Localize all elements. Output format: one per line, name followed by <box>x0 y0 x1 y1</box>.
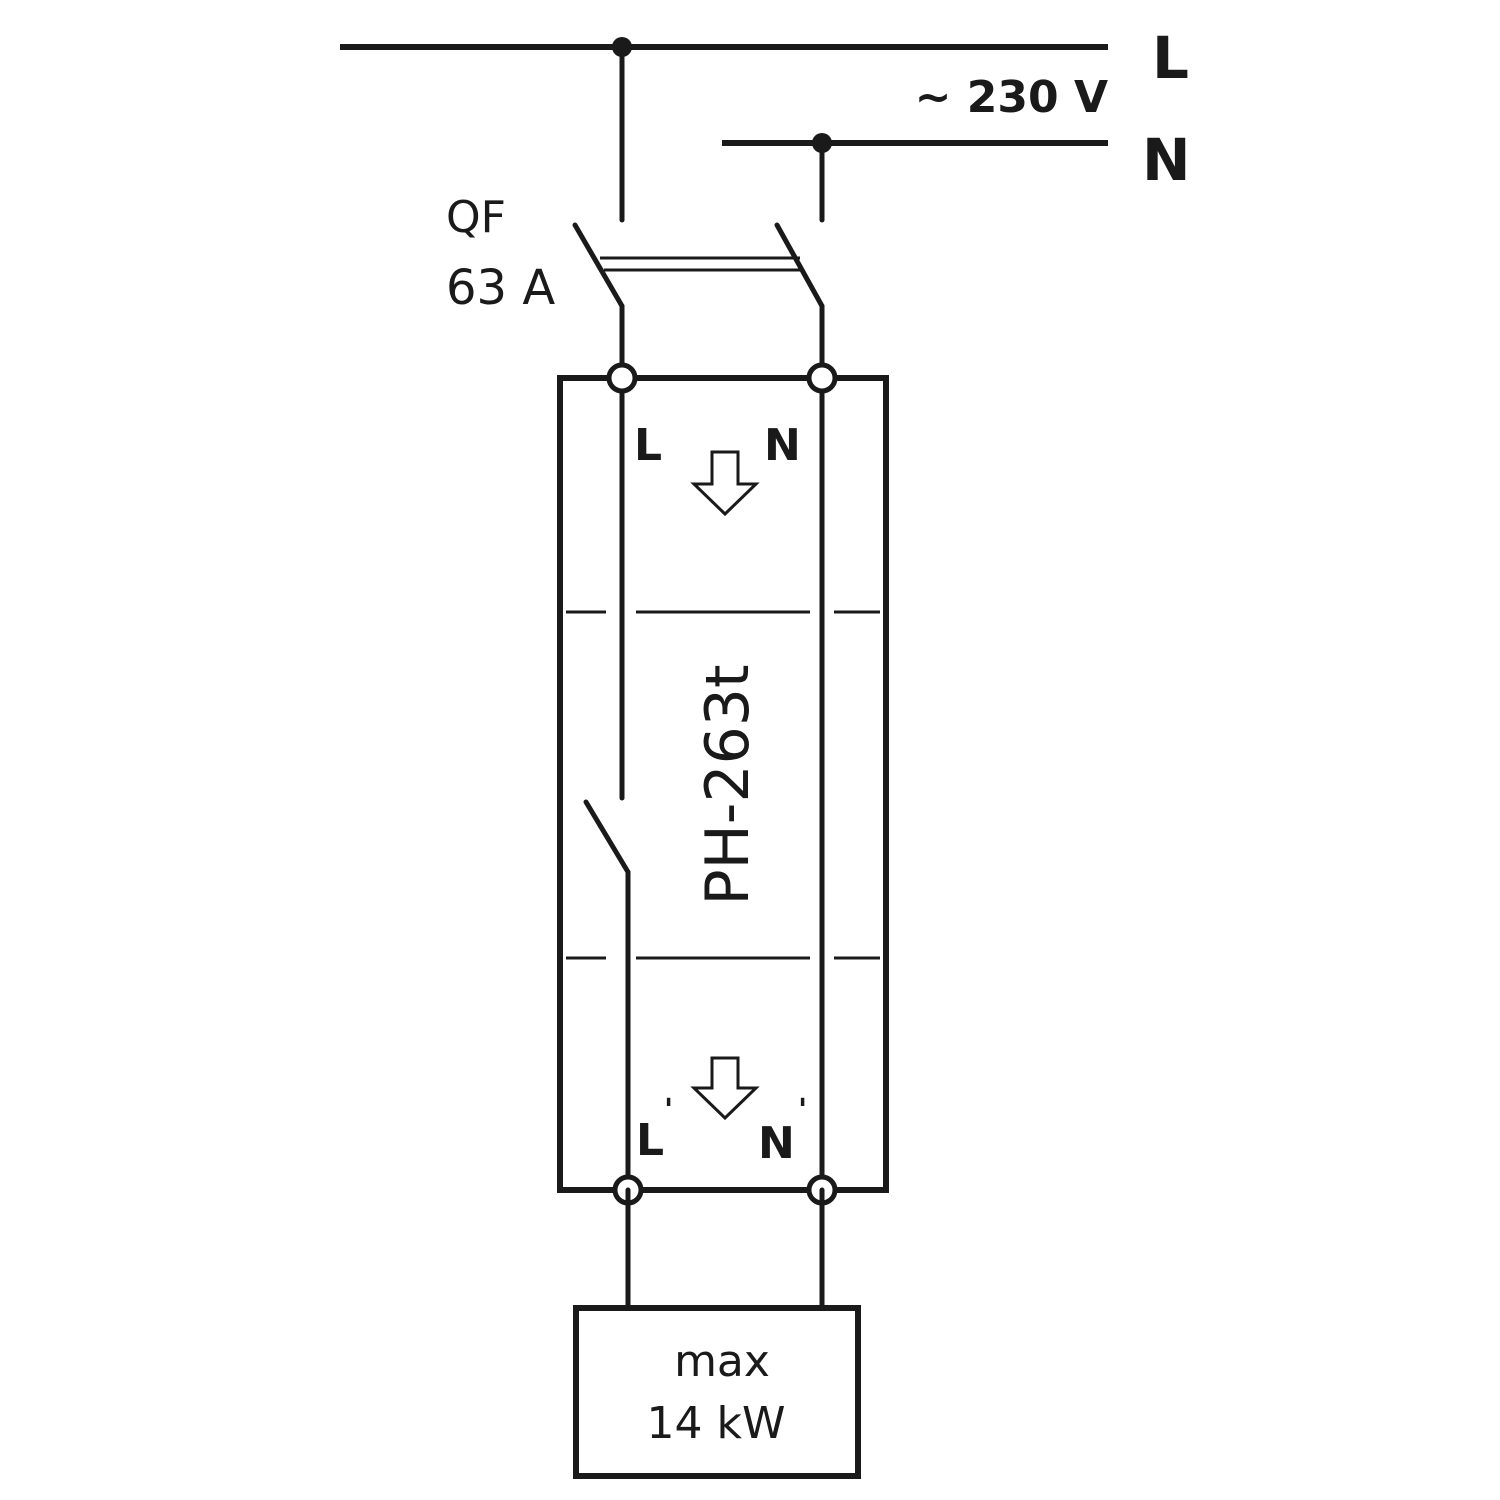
device-out-neutral-label: N <box>758 1118 795 1169</box>
breaker-rating: 63 A <box>446 260 555 316</box>
device-in-line-label: L <box>634 420 662 471</box>
load-max-label: max <box>674 1336 770 1387</box>
load-power-label: 14 kW <box>647 1398 786 1449</box>
terminal-in-line <box>606 362 638 394</box>
load-box <box>573 1305 861 1479</box>
relay-contact-blade <box>583 799 631 875</box>
flow-arrow-down-icon <box>690 1056 760 1121</box>
supply-line-label: L <box>1152 24 1189 92</box>
device-out-neutral-prime: ' <box>798 1093 807 1128</box>
device-out-line-prime: ' <box>664 1093 673 1128</box>
supply-neutral-label: N <box>1142 126 1191 194</box>
breaker-symbol <box>572 222 825 381</box>
device-model-label: PH-263t <box>693 665 763 906</box>
breaker-designation: QF <box>446 192 506 243</box>
device-in-neutral-label: N <box>764 420 801 471</box>
device-out-line-label: L <box>636 1115 664 1166</box>
terminal-in-neutral <box>806 362 838 394</box>
flow-arrow-down-icon <box>690 450 760 517</box>
supply-voltage-label: ~ 230 V <box>915 72 1108 123</box>
